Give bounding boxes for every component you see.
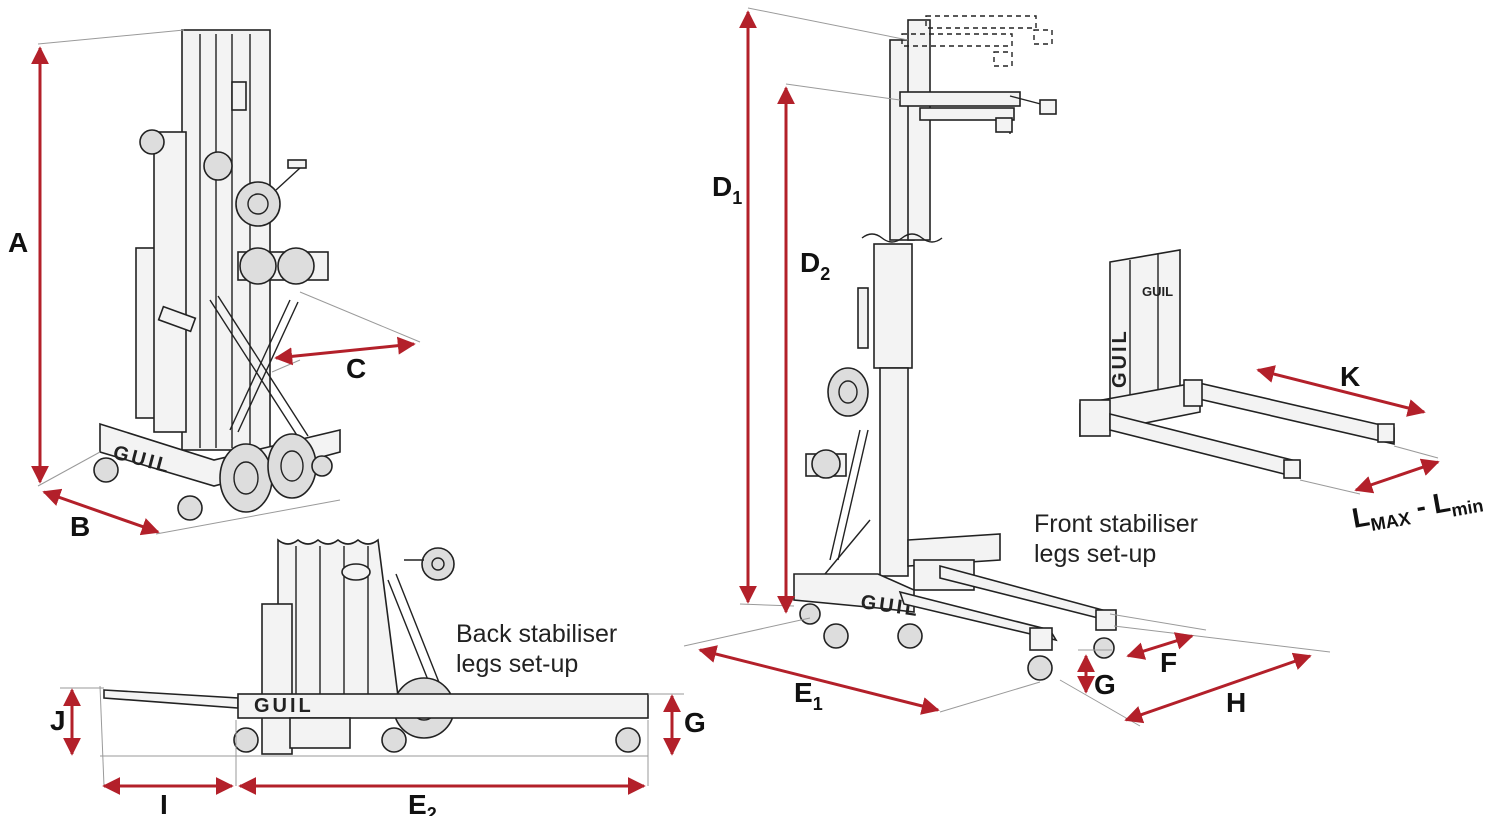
- label-D1: D1: [712, 171, 742, 208]
- caption-front-line2: legs set-up: [1034, 540, 1156, 568]
- label-E1: E1: [794, 677, 823, 714]
- logo-3: GUIL: [1109, 328, 1131, 388]
- lift-closed-drawing: GUIL: [93, 29, 341, 521]
- dim-C: [274, 336, 416, 366]
- label-F: F: [1160, 647, 1177, 678]
- label-B: B: [70, 511, 90, 542]
- lift-extended-drawing: GUIL: [793, 15, 1117, 681]
- label-G-back: G: [684, 707, 706, 738]
- mast: [181, 29, 271, 451]
- big-wheel: [219, 443, 273, 513]
- label-J: J: [50, 705, 66, 736]
- dim-H: [1124, 652, 1312, 724]
- label-I: I: [160, 789, 168, 816]
- dim-K: [1256, 365, 1426, 417]
- dim-L: [1354, 458, 1440, 494]
- winch-drum-2: [827, 367, 869, 417]
- dim-B: [42, 488, 160, 536]
- logo-4: GUIL: [1142, 284, 1173, 299]
- mast-lower: [879, 367, 909, 577]
- label-L: LMAX - Lmin: [1350, 481, 1485, 538]
- caption-front-line1: Front stabiliser: [1034, 510, 1198, 538]
- base-bar: [237, 693, 649, 719]
- caption-back-line1: Back stabiliser: [456, 620, 617, 648]
- caption-back-line2: legs set-up: [456, 650, 578, 678]
- logo-5: GUIL: [254, 695, 314, 717]
- dim-F: [1126, 632, 1194, 660]
- dim-E1: [698, 645, 940, 715]
- winch-drum: [235, 181, 281, 227]
- lift-back-legs-drawing: GUIL: [103, 538, 649, 755]
- label-C: C: [346, 353, 366, 384]
- label-H: H: [1226, 687, 1246, 718]
- label-G-front: G: [1094, 669, 1116, 700]
- label-K: K: [1340, 361, 1360, 392]
- label-A: A: [8, 227, 28, 258]
- label-D2: D2: [800, 247, 830, 284]
- label-E2: E2: [408, 789, 437, 816]
